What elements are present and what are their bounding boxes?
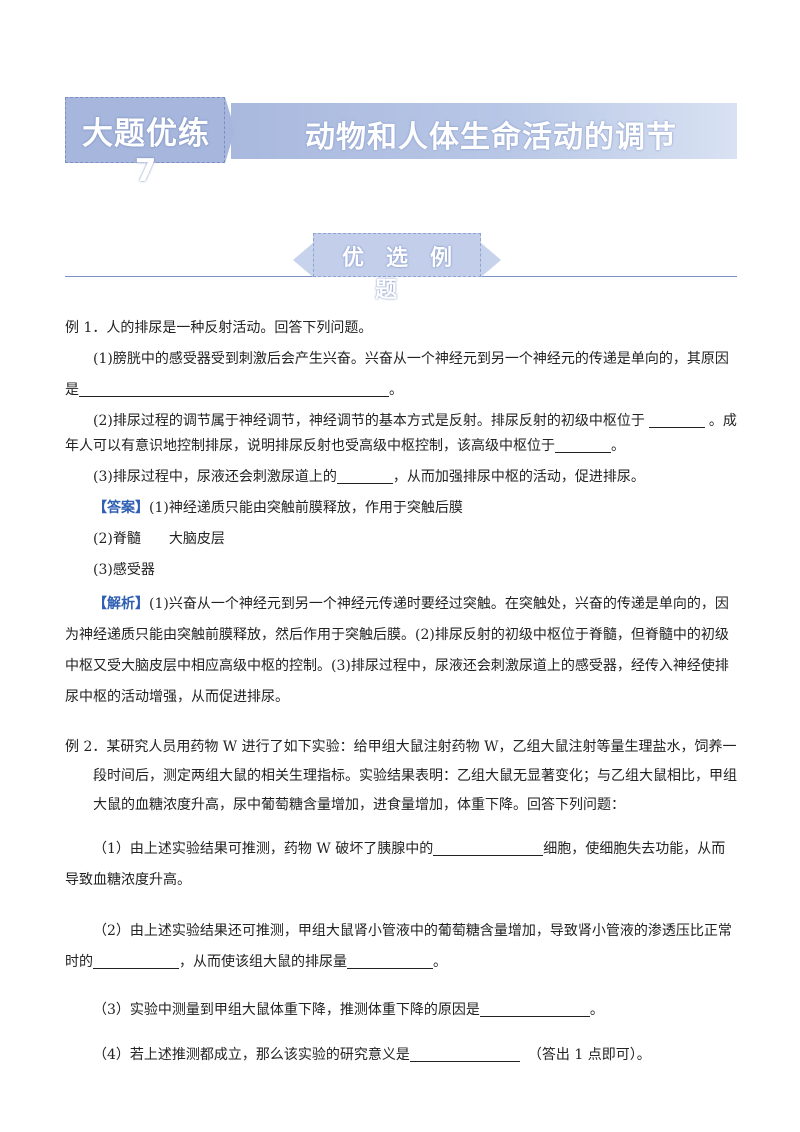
example1-stem: 例 1．人的排尿是一种反射活动。回答下列问题。 xyxy=(65,320,373,336)
analysis: 【解析】(1)兴奋从一个神经元到另一个神经元传递时要经过突触。在突触处，兴奋的传… xyxy=(65,596,729,705)
example1-question2: (2)排尿过程的调节属于神经调节，神经调节的基本方式是反射。排尿反射的初级中枢位… xyxy=(65,411,737,454)
example2-question3: （3）实验中测量到甲组大鼠体重下降，推测体重下降的原因是。 xyxy=(93,1000,604,1018)
example2-question4: （4）若上述推测都成立，那么该实验的研究意义是（答出 1 点即可）。 xyxy=(93,1045,651,1063)
page-title: 动物和人体生命活动的调节 xyxy=(305,120,677,155)
answer-blank xyxy=(79,380,389,397)
title-banner: 大题优练 7 动物和人体生命活动的调节 xyxy=(65,97,737,189)
answer-blank xyxy=(433,839,544,856)
example1-question3: (3)排尿过程中，尿液还会刺激尿道上的，从而加强排尿中枢的活动，促进排尿。 xyxy=(93,467,645,485)
document-body: 例 1．人的排尿是一种反射活动。回答下列问题。 (1)膀胱中的感受器受到刺激后会… xyxy=(65,316,737,1068)
section-title-box: 优选例题 xyxy=(313,233,481,303)
section-title: 优选例题 xyxy=(341,246,474,303)
answer-blank xyxy=(336,467,393,484)
analysis-label: 【解析】 xyxy=(93,596,149,612)
banner-tag-text: 大题优练 7 xyxy=(82,116,210,189)
answer-blank xyxy=(93,952,179,969)
answer-label: 【答案】 xyxy=(93,500,149,516)
banner-stripe xyxy=(231,103,737,159)
banner-tag: 大题优练 7 xyxy=(65,97,225,189)
section-heading: 优选例题 xyxy=(65,233,737,303)
answer-3: (3)感受器 xyxy=(93,562,155,578)
banner-tag-arrow xyxy=(225,97,235,163)
right-chevron-icon xyxy=(481,243,501,277)
answer-blank xyxy=(479,1000,590,1017)
example1-question1: (1)膀胱中的感受器受到刺激后会产生兴奋。兴奋从一个神经元到另一个神经元的传递是… xyxy=(93,351,729,367)
example1-question1-line2: 是。 xyxy=(65,380,403,398)
example2-question1: （1）由上述实验结果可推测，药物 W 破坏了胰腺中的细胞，使细胞失去功能，从而导… xyxy=(65,839,726,888)
answer-blank xyxy=(555,436,611,453)
example2-question2: （2）由上述实验结果还可推测，甲组大鼠肾小管液中的葡萄糖含量增加，导致肾小管液的… xyxy=(65,923,732,970)
left-chevron-icon xyxy=(293,243,313,277)
answer-blank xyxy=(409,1045,520,1062)
answer-blank xyxy=(347,952,433,969)
answer-2: (2)脊髓 大脑皮层 xyxy=(93,531,225,547)
answer-1: 【答案】(1)神经递质只能由突触前膜释放，作用于突触后膜 xyxy=(93,500,463,516)
example2-stem: 例 2．某研究人员用药物 W 进行了如下实验：给甲组大鼠注射药物 W，乙组大鼠注… xyxy=(65,739,737,813)
answer-blank xyxy=(648,411,705,428)
